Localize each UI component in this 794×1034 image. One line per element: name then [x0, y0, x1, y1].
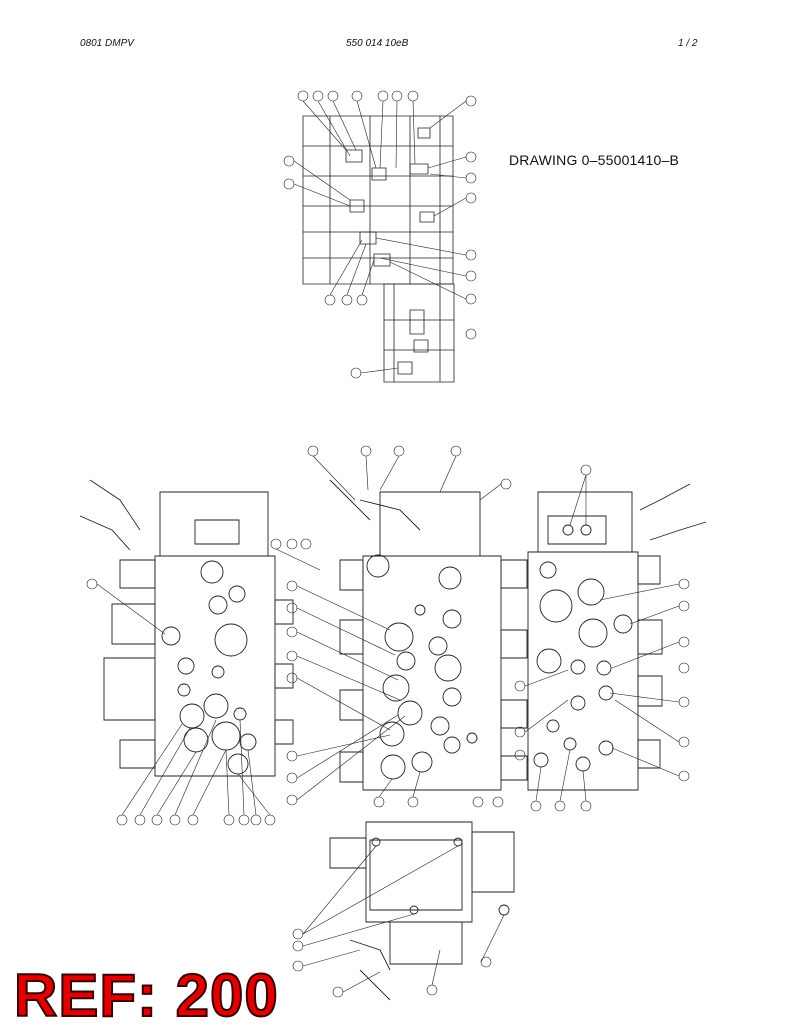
drawing-title: DRAWING 0–55001410–B: [509, 152, 680, 168]
reference-label: REF: 200: [13, 962, 279, 1029]
header-part-number: 550 014 10eB: [346, 38, 409, 49]
header-page-number: 1 / 2: [678, 38, 698, 49]
header-model-code: 0801 DMPV: [80, 38, 134, 49]
